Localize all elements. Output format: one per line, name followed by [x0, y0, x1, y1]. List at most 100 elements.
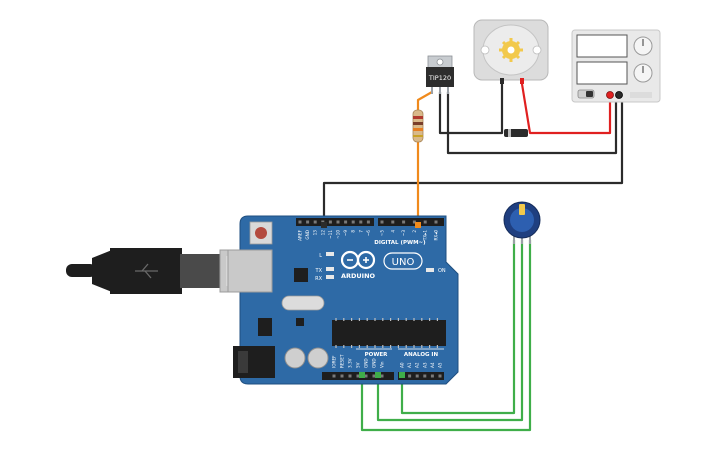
led-tx [326, 267, 334, 271]
power-header-label: POWER [365, 352, 389, 358]
smd-component [296, 318, 304, 326]
model-label: UNO [392, 257, 415, 268]
analog-pin-label: A2 [415, 362, 420, 368]
pin-hole[interactable] [372, 374, 376, 378]
pin-hole[interactable] [356, 374, 360, 378]
wire-pot-gnd[interactable] [360, 238, 532, 432]
resistor[interactable] [412, 109, 424, 143]
pin-hole[interactable] [430, 374, 434, 378]
pin-hole[interactable] [380, 374, 384, 378]
digital-pin-label: 2 [412, 230, 417, 233]
crystal-oscillator [281, 295, 325, 311]
digital-pin-label: ~3 [401, 230, 406, 237]
pin-hole[interactable] [332, 374, 336, 378]
wire-resistor-base[interactable] [416, 90, 434, 114]
wire-emitter-gnd[interactable] [446, 90, 618, 155]
pin-hole[interactable] [359, 220, 363, 224]
power-pin-label: GND [364, 358, 369, 368]
digital-pin-label: 12 [320, 230, 325, 236]
wires [322, 82, 624, 432]
analog-header [398, 372, 444, 380]
label-tx: TX [315, 268, 323, 274]
pin-hole[interactable] [351, 220, 355, 224]
wire-pot-wiper[interactable] [400, 238, 516, 415]
header-pin-holes[interactable] [298, 220, 442, 378]
led-rx [326, 275, 334, 279]
pin-hole[interactable] [366, 220, 370, 224]
pin-hole[interactable] [402, 220, 406, 224]
analog-pin-label: A1 [407, 362, 412, 368]
analog-header-label: ANALOG IN [404, 352, 439, 358]
wire-collector-motor[interactable] [438, 82, 504, 135]
power-pin-label: RESET [340, 354, 345, 368]
digital-header-left [296, 218, 374, 226]
wire-supply-positive[interactable] [520, 82, 612, 135]
label-on: ON [438, 268, 446, 274]
model-badge: UNO [383, 252, 423, 270]
dc-motor[interactable] [473, 19, 549, 84]
usb-icon [135, 263, 158, 279]
diode[interactable] [504, 129, 528, 137]
pin-hole[interactable] [412, 220, 416, 224]
transistor-tip120[interactable]: TIP120 [426, 55, 454, 94]
power-switch[interactable] [577, 89, 595, 99]
digital-pin-label: ~6 [366, 230, 371, 237]
current-knob[interactable] [633, 63, 653, 83]
digital-pin-label: 8 [351, 230, 356, 233]
digital-pin-label: ~11 [328, 230, 333, 239]
led-l [326, 252, 334, 256]
pin-hole[interactable] [336, 220, 340, 224]
potentiometer[interactable] [503, 201, 541, 244]
digital-pin-label: ~10 [336, 230, 341, 239]
power-supply[interactable] [571, 29, 661, 103]
pin-hole[interactable] [306, 220, 310, 224]
pin-hole[interactable] [391, 220, 395, 224]
voltage-regulator [258, 318, 272, 336]
digital-pin-label: ~5 [380, 230, 385, 237]
dc-power-jack[interactable] [233, 346, 275, 378]
usb-chip [294, 268, 308, 282]
pin-hole[interactable] [298, 220, 302, 224]
pin-hole[interactable] [415, 374, 419, 378]
pin-hole[interactable] [348, 374, 352, 378]
brand-label: ARDUINO [341, 272, 376, 280]
digital-pin-label: ~9 [343, 230, 348, 237]
analog-pin-label: A3 [422, 362, 427, 368]
atmega-chip [332, 318, 446, 348]
pin-hole[interactable] [380, 220, 384, 224]
pin-hole[interactable] [344, 220, 348, 224]
voltage-knob[interactable] [633, 36, 653, 56]
pin-hole[interactable] [423, 374, 427, 378]
power-pin-label: IOREF [332, 355, 337, 368]
digital-pin-label: 7 [358, 230, 363, 233]
pin-hole[interactable] [364, 374, 368, 378]
pin-hole[interactable] [340, 374, 344, 378]
pin-hole[interactable] [328, 220, 332, 224]
pin-hole[interactable] [423, 220, 427, 224]
digital-pin-label: AREF [298, 229, 303, 240]
led-on [426, 268, 434, 272]
pin-hole[interactable] [434, 220, 438, 224]
pin-hole[interactable] [438, 374, 442, 378]
power-pin-label: 5V [356, 362, 361, 368]
digital-pin-label: GND [305, 230, 310, 240]
terminal-negative[interactable] [615, 91, 623, 99]
digital-pin-label: TX▸1 [423, 230, 428, 242]
power-pin-label: GND [372, 358, 377, 368]
terminal-positive[interactable] [606, 91, 614, 99]
pin-hole[interactable] [313, 220, 317, 224]
power-pin-label: 3.3V [348, 358, 353, 368]
arduino-logo-icon [340, 250, 376, 270]
capacitor [284, 347, 306, 369]
digital-header-right [378, 218, 444, 226]
gear-icon [499, 38, 523, 62]
pin-hole[interactable] [408, 374, 412, 378]
wire-pot-5v[interactable] [376, 238, 524, 422]
wire-gnd-arduino[interactable] [322, 94, 624, 228]
reset-button[interactable] [249, 221, 273, 245]
